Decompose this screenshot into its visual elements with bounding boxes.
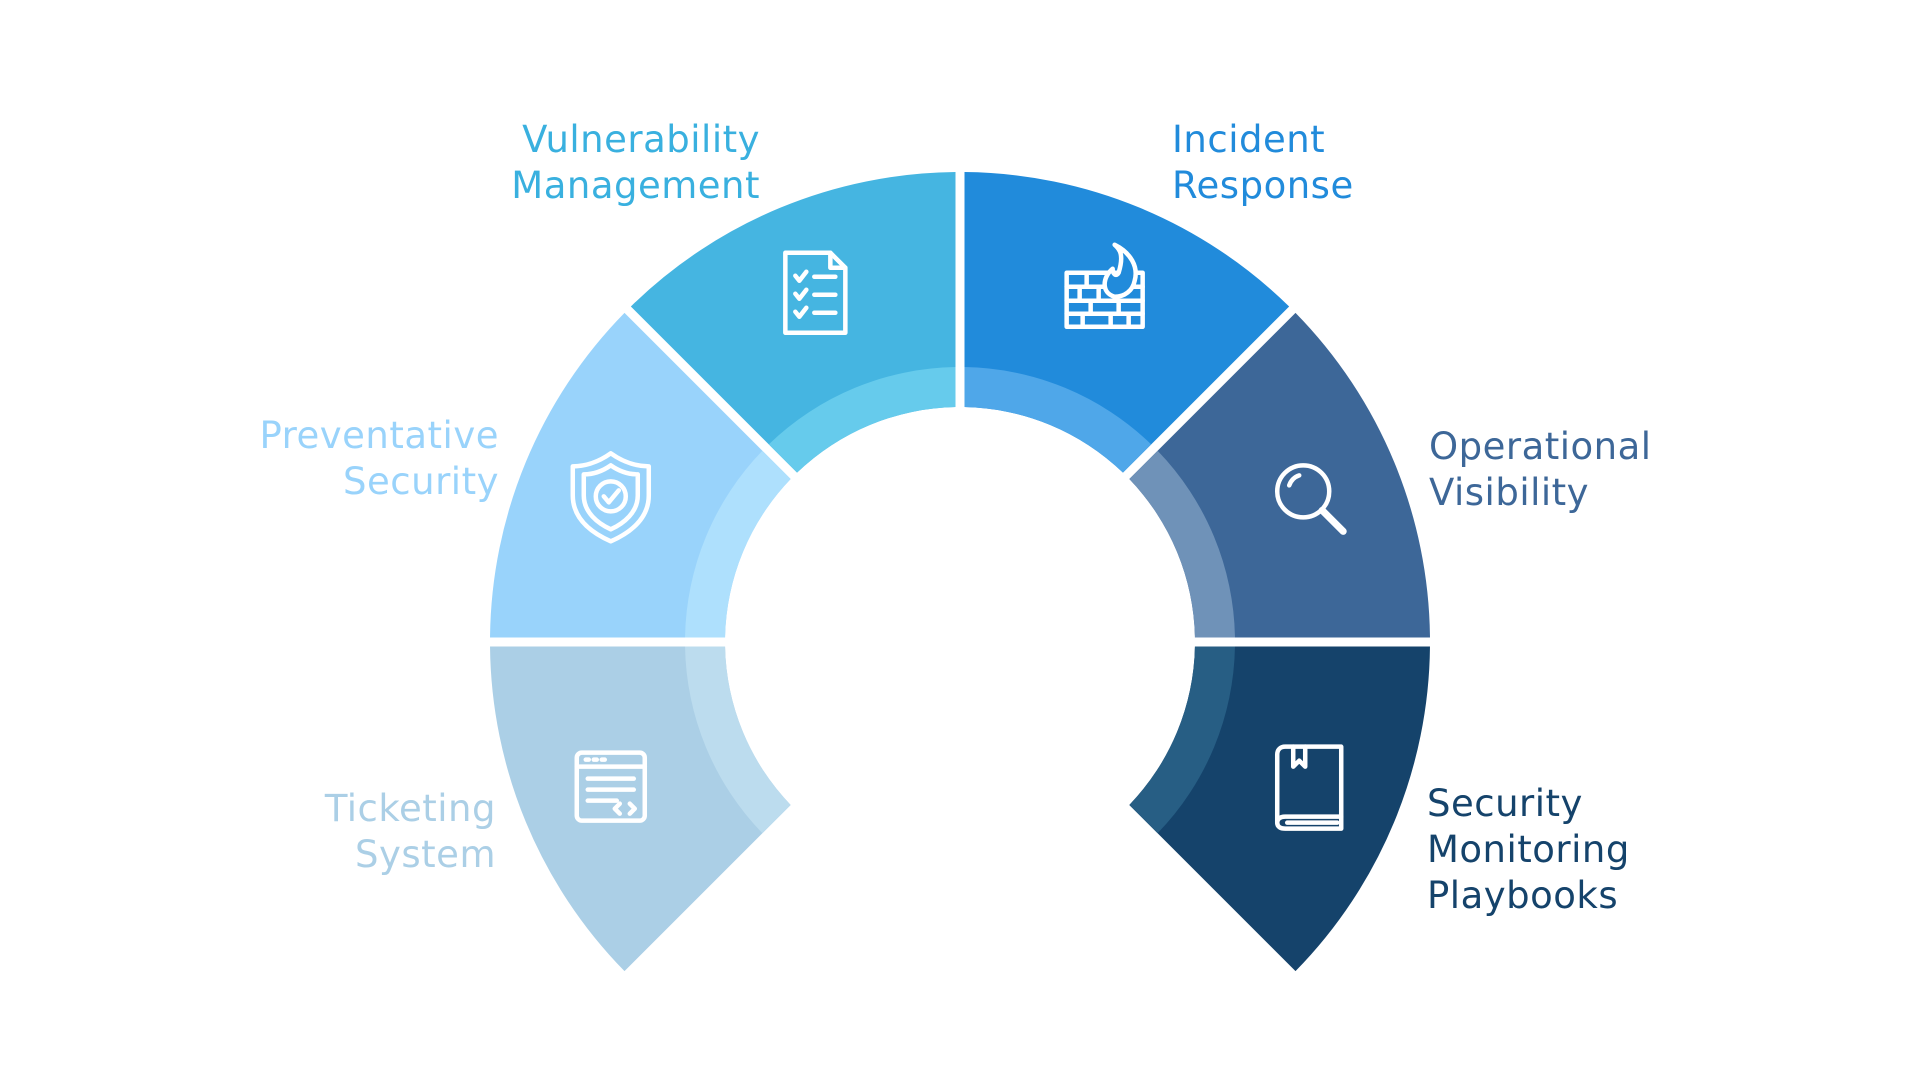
label-preventative-security: Preventative Security xyxy=(259,413,499,505)
segment-inner-band-operational-visibility xyxy=(1129,450,1235,638)
label-line: Incident xyxy=(1172,118,1326,161)
label-line: Monitoring xyxy=(1427,828,1630,871)
segment-inner-band-ticketing-system xyxy=(685,646,791,834)
label-line: Security xyxy=(343,460,499,503)
segment-vulnerability-management xyxy=(630,172,956,473)
label-vulnerability-management: Vulnerability Management xyxy=(511,117,760,209)
label-line: Vulnerability xyxy=(522,118,760,161)
label-line: System xyxy=(355,833,496,876)
book-icon xyxy=(1274,744,1344,831)
segment-inner-band-security-monitoring-playbooks xyxy=(1129,646,1235,834)
label-operational-visibility: Operational Visibility xyxy=(1429,424,1652,516)
segment-inner-band-vulnerability-management xyxy=(768,367,956,473)
label-line: Playbooks xyxy=(1427,874,1619,917)
label-security-monitoring-playbooks: Security Monitoring Playbooks xyxy=(1427,781,1630,919)
magnifier-icon xyxy=(1274,463,1347,535)
code-window-icon xyxy=(574,750,648,823)
segment-preventative-security xyxy=(490,312,791,638)
label-line: Ticketing xyxy=(324,787,496,830)
label-ticketing-system: Ticketing System xyxy=(325,786,496,878)
label-line: Visibility xyxy=(1429,471,1590,514)
segment-ticketing-system xyxy=(490,646,791,972)
segment-inner-band-incident-response xyxy=(964,367,1152,473)
shield-check-icon xyxy=(570,451,652,544)
segment-security-monitoring-playbooks xyxy=(1129,646,1430,972)
segment-operational-visibility xyxy=(1129,312,1430,638)
label-line: Management xyxy=(511,164,760,207)
label-line: Security xyxy=(1427,782,1583,825)
segment-inner-band-preventative-security xyxy=(685,450,791,638)
checklist-document-icon xyxy=(783,250,848,336)
label-line: Preventative xyxy=(259,414,499,457)
segment-incident-response xyxy=(964,172,1290,473)
label-incident-response: Incident Response xyxy=(1172,117,1354,209)
label-line: Response xyxy=(1172,164,1354,207)
label-line: Operational xyxy=(1429,425,1652,468)
firewall-icon xyxy=(1064,242,1145,330)
